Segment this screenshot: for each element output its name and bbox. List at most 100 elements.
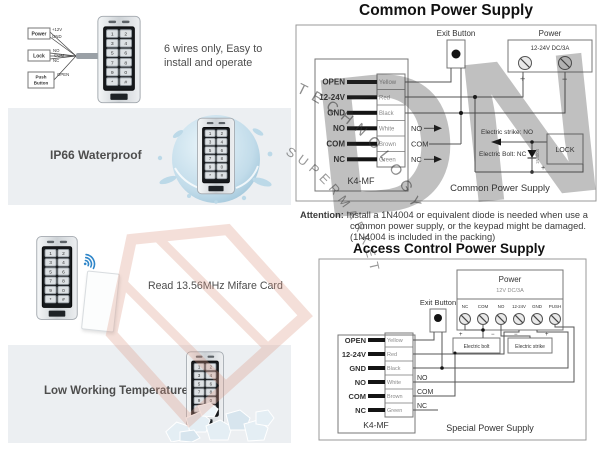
lock-subcircuit: Electric strike: NO Electric Bolt: NC 1N…: [475, 129, 584, 174]
power-rating: 12V DC/3A: [496, 288, 524, 294]
svg-text:White: White: [379, 127, 395, 133]
output-nc: NC: [417, 403, 427, 410]
feature-6-wires: 6 wires only, Easy to install and operat…: [164, 42, 284, 70]
attention-label: Attention:: [300, 210, 344, 220]
mini-nc-label: NC: [53, 58, 59, 63]
exit-button-label: Exit Button: [420, 298, 456, 307]
svg-text:COM: COM: [349, 392, 367, 401]
mini-open-label: OPEN: [57, 72, 69, 77]
output-arrows: [424, 124, 442, 163]
attention-text1: Install a 1N4004 or equivalent diode is …: [346, 210, 588, 220]
wire-color-names: Yellow Red Black White Brown Green: [379, 80, 397, 164]
svg-text:12-24V: 12-24V: [319, 93, 345, 102]
lock-label: LOCK: [555, 147, 574, 154]
terminal-labels: OPEN 12-24V GND NO COM NC: [319, 78, 345, 165]
keypad-box: [337, 334, 416, 434]
feature-section-temperature: Low Working Temperature:-40°C: [8, 345, 291, 443]
svg-text:PUSH: PUSH: [549, 304, 562, 309]
attention-line2: common power supply, or the keypad might…: [350, 220, 586, 231]
mini-12v-label: +12V: [52, 27, 62, 32]
mini-no-label: NO: [53, 48, 60, 53]
terminal-bars: [347, 80, 377, 162]
mini-power-label: Power: [31, 32, 46, 38]
color-row-dividers: [377, 89, 405, 152]
keypad-image: [34, 234, 80, 322]
diagram-caption: Common Power Supply: [450, 183, 550, 194]
lock-boxes: + − − + Electric bolt Electric strike: [452, 332, 553, 354]
strike-minus: −: [514, 332, 518, 338]
electric-strike-label: Electric strike: [515, 344, 545, 350]
electric-bolt-label: Electric bolt: [464, 344, 490, 350]
output-no: NO: [417, 375, 428, 382]
svg-text:OPEN: OPEN: [322, 78, 345, 87]
access-supply-title: Access Control Power Supply: [352, 241, 546, 256]
svg-text:NO: NO: [333, 124, 345, 133]
attention-line3: (1N4004 is included in the packing): [350, 231, 496, 242]
feature-section-wiring: Power Lock Push Button +12V GND NO COM N…: [0, 6, 292, 105]
power-terminal-labels: NC COM NO 12-24V GND PUSH: [462, 304, 562, 309]
feature-low-temp: Low Working Temperature:-40°C: [44, 385, 222, 397]
power-label: Power: [539, 29, 562, 38]
svg-text:12-24V: 12-24V: [342, 350, 366, 359]
keypad-image: [95, 15, 143, 104]
feature-section-waterproof: IP66 Waterproof: [8, 108, 291, 205]
wifi-signal-icon: [83, 253, 96, 270]
svg-text:Yellow: Yellow: [387, 338, 403, 344]
svg-text:NC: NC: [355, 406, 366, 415]
svg-text:12-24V: 12-24V: [512, 304, 526, 309]
model-label: K4-MF: [363, 420, 389, 430]
svg-text:Black: Black: [387, 366, 401, 372]
exit-button: [446, 39, 466, 69]
svg-text:Brown: Brown: [379, 142, 396, 148]
wiring-lines: [405, 68, 566, 172]
power-box: [507, 39, 593, 73]
svg-text:Black: Black: [379, 111, 395, 117]
power-label: Power: [499, 275, 522, 284]
wire-color-names: Yellow Red Black White Brown Green: [387, 338, 403, 414]
svg-text:Red: Red: [387, 352, 397, 358]
ice-cubes: [165, 402, 275, 442]
wiring-lines: [413, 324, 575, 411]
color-row-dividers: [385, 346, 413, 404]
mifare-card: [81, 270, 120, 333]
power-terminal-strip: [456, 298, 564, 331]
lock-box: [546, 133, 584, 165]
mini-lock-label: Lock: [33, 54, 45, 60]
svg-text:COM: COM: [326, 140, 345, 149]
svg-text:NO: NO: [498, 304, 505, 309]
cable: [76, 53, 100, 59]
svg-text:Red: Red: [379, 96, 390, 102]
terminal-bars: [368, 338, 385, 412]
output-nc: NC: [411, 155, 422, 164]
exit-button: [429, 308, 447, 333]
keypad-image: [197, 117, 235, 195]
feature-section-mifare: Read 13.56MHz Mifare Card: [0, 225, 292, 337]
strike-plus: +: [545, 332, 549, 338]
power-screws: [459, 313, 561, 325]
mini-push-label-2: Button: [34, 81, 49, 86]
exit-button-dot: [434, 314, 442, 322]
svg-text:Green: Green: [379, 158, 396, 164]
terminal-labels: OPEN 12-24V GND NO COM NC: [342, 336, 367, 415]
access-supply-diagram: Power 12V DC/3A NC COM NO 12-24V GND PUS…: [318, 258, 587, 441]
svg-text:NC: NC: [462, 304, 469, 309]
svg-text:GND: GND: [532, 304, 543, 309]
feature-mifare: Read 13.56MHz Mifare Card: [148, 280, 283, 292]
svg-text:NC: NC: [333, 155, 345, 164]
mini-gnd-label: GND: [52, 34, 62, 39]
svg-text:GND: GND: [327, 109, 345, 118]
bolt-note: Electric Bolt: NC: [479, 151, 527, 158]
model-label: K4-MF: [348, 176, 376, 186]
bolt-plus: +: [459, 332, 463, 338]
attention-line1: Attention: Install a 1N4004 or equivalen…: [300, 210, 598, 221]
output-com: COM: [411, 140, 429, 149]
feature-6-wires-line2: install and operate: [164, 57, 253, 69]
svg-text:GND: GND: [349, 364, 366, 373]
common-supply-title: Common Power Supply: [359, 2, 533, 19]
mini-push-label-1: Push: [35, 75, 46, 80]
diode-label: 1N4004: [535, 148, 540, 164]
svg-text:OPEN: OPEN: [345, 336, 366, 345]
feature-ip66: IP66 Waterproof: [50, 148, 142, 162]
power-rating: 12-24V DC/3A: [531, 46, 570, 52]
